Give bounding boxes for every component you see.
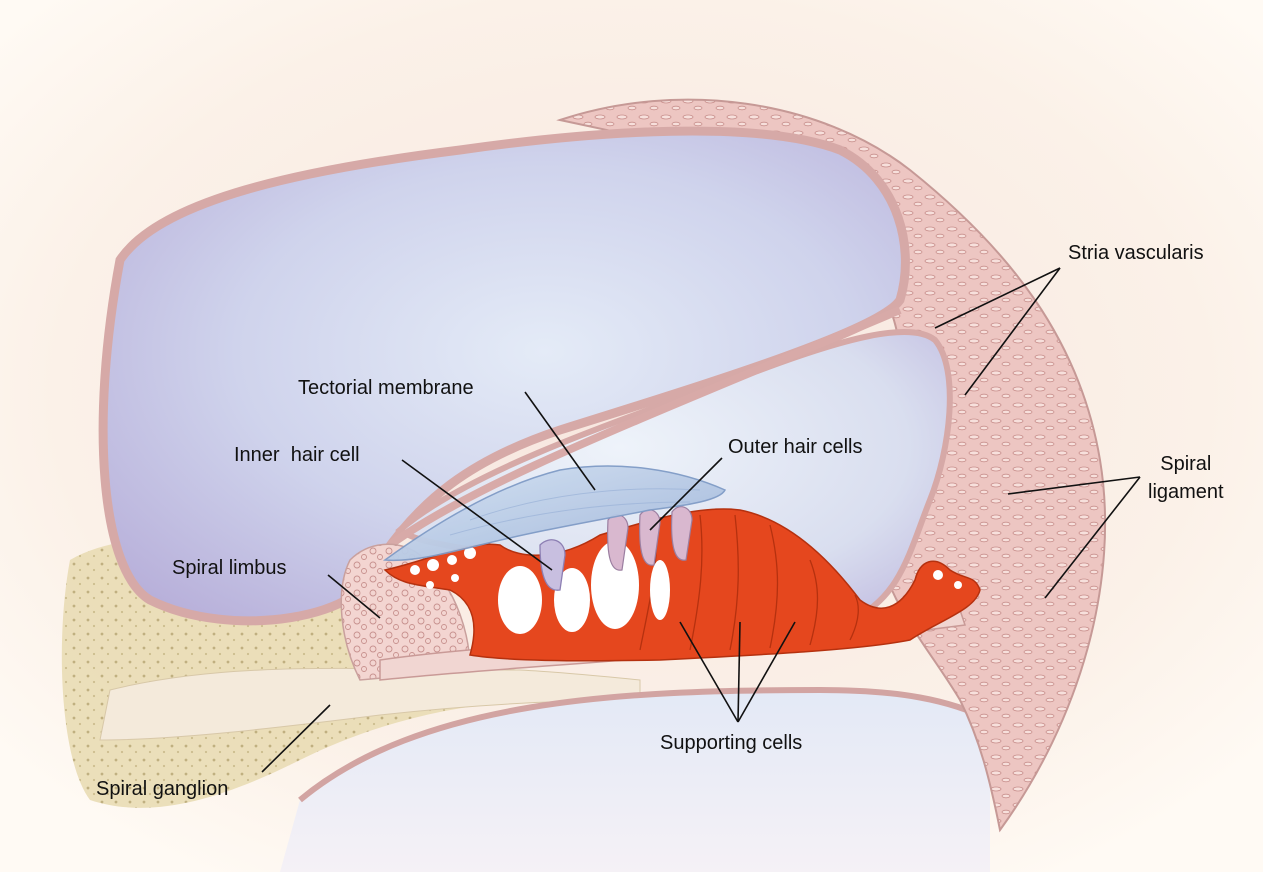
label-tectorial-membrane: Tectorial membrane bbox=[298, 377, 474, 399]
label-spiral-limbus: Spiral limbus bbox=[172, 557, 286, 579]
label-spiral-ligament-line2: ligament bbox=[1148, 478, 1224, 506]
label-stria-vascularis: Stria vascularis bbox=[1068, 242, 1204, 264]
label-supporting-cells: Supporting cells bbox=[660, 732, 802, 754]
label-spiral-ligament-line1: Spiral bbox=[1148, 450, 1224, 478]
label-inner-hair-cell: Inner hair cell bbox=[234, 444, 360, 466]
label-spiral-ganglion: Spiral ganglion bbox=[96, 778, 228, 800]
label-spiral-ligament: Spiral ligament bbox=[1148, 450, 1224, 506]
label-outer-hair-cells: Outer hair cells bbox=[728, 436, 863, 458]
